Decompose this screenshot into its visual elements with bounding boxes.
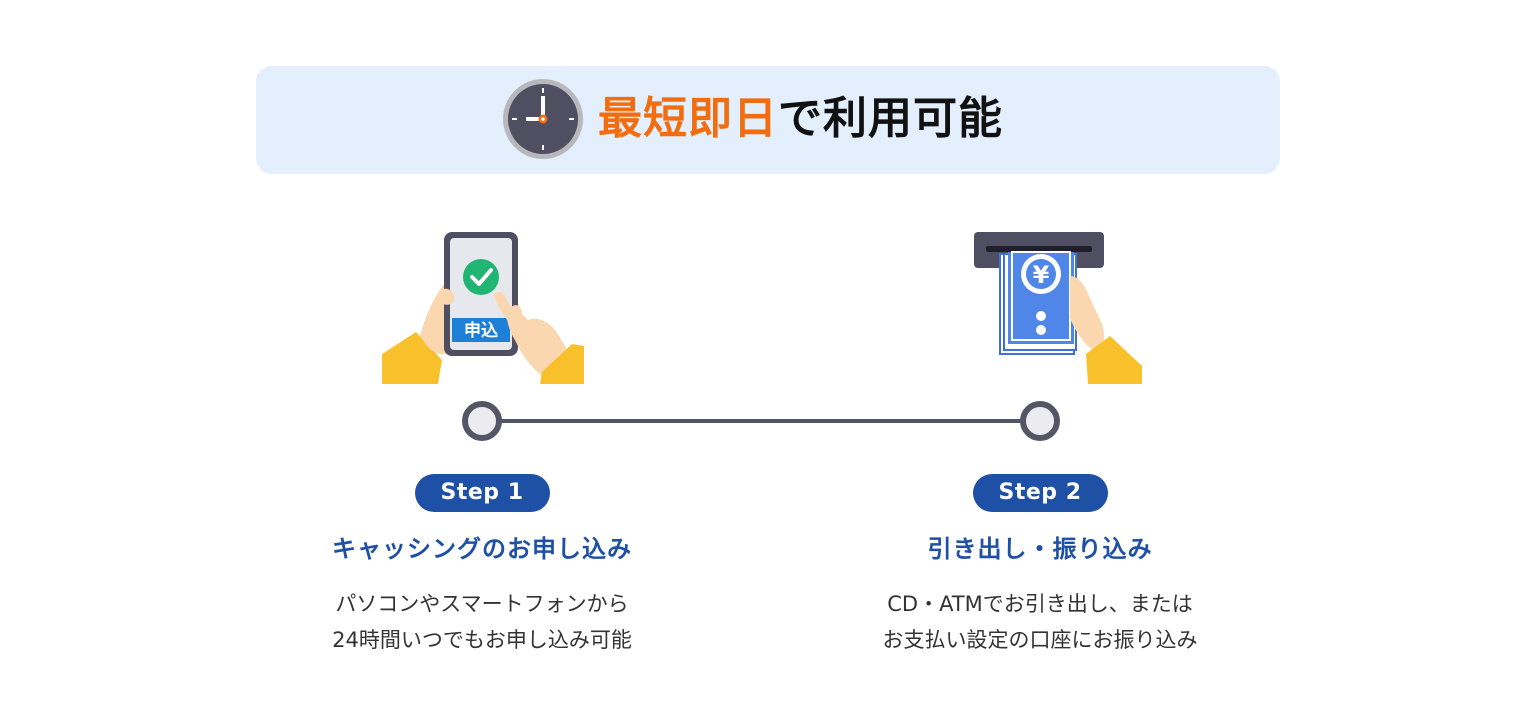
banner-rest: で利用可能 [778,93,1003,144]
phone-apply-label: 申込 [464,320,498,341]
right-hand [507,305,570,378]
step-1-title: キャッシングのお申し込み [332,535,632,563]
timeline [462,401,1060,441]
atm-withdrawal-illustration: ¥ [974,232,1142,384]
banner [256,66,1280,174]
clock-icon [503,79,583,159]
smartphone-application-illustration: 申込 [382,232,584,384]
step-2-badge: Step 2 [972,474,1108,512]
timeline-line [482,419,1042,423]
step-2-description-line-1: CD・ATMでお引き出し、または [887,592,1193,616]
check-icon [463,259,499,295]
step-2-description-line-2: お支払い設定の口座にお振り込み [882,628,1198,652]
step-1-badge: Step 1 [414,474,550,512]
pointing-finger [494,291,520,328]
step-2-title: 引き出し・振り込み [927,535,1153,563]
sleeve [1086,336,1142,384]
step-1: Step 1 キャッシングのお申し込み パソコンやスマートフォンから 24時間い… [282,474,682,658]
banner-highlight: 最短即日 [598,93,778,144]
right-sleeve [540,344,584,384]
step-1-description-line-2: 24時間いつでもお申し込み可能 [332,628,632,652]
yen-symbol: ¥ [1033,261,1050,289]
step-2-description: CD・ATMでお引き出し、または お支払い設定の口座にお振り込み [840,586,1240,658]
banner-title: 最短即日で利用可能 [598,91,1003,147]
step-1-description-line-1: パソコンやスマートフォンから [335,592,629,616]
hand [1070,276,1104,352]
timeline-node-step2 [1020,401,1060,441]
step-1-description: パソコンやスマートフォンから 24時間いつでもお申し込み可能 [282,586,682,658]
step-2: Step 2 引き出し・振り込み CD・ATMでお引き出し、または お支払い設定… [840,474,1240,658]
phone-apply-button [452,318,510,342]
timeline-node-step1 [462,401,502,441]
